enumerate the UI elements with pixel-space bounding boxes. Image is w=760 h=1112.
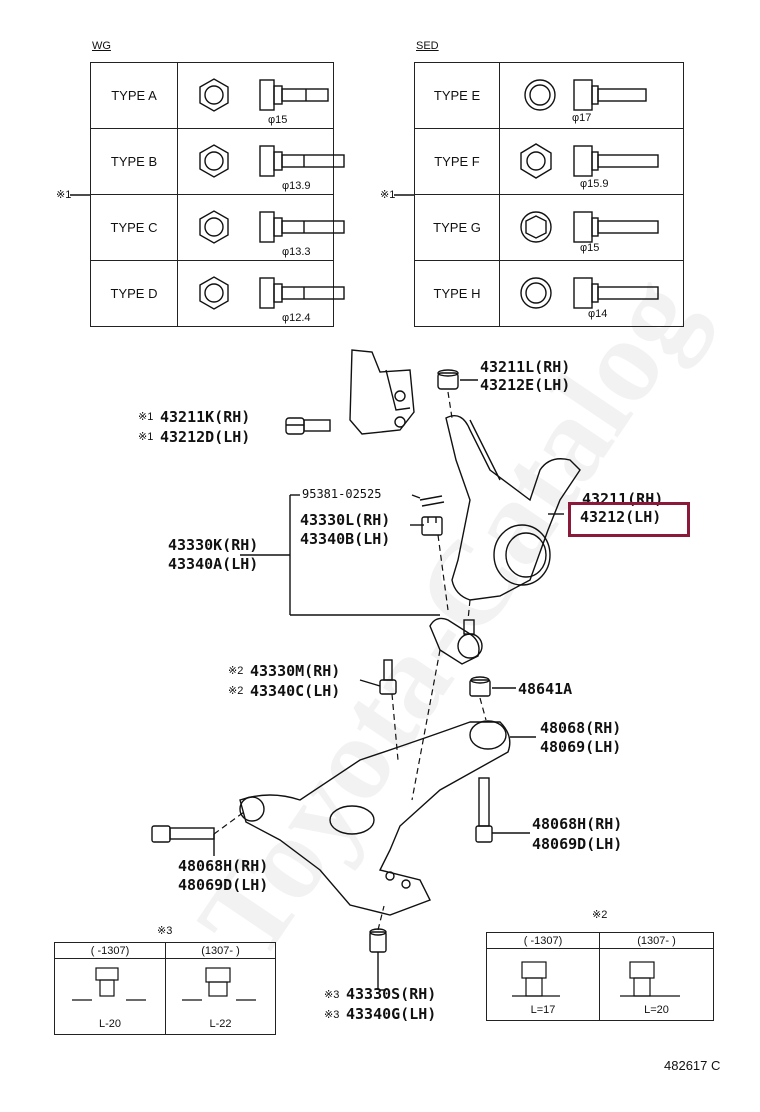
wg-type-table: TYPE A TYPE B TYPE C TYPE D xyxy=(90,62,334,327)
wg-dim-d: φ12.4 xyxy=(282,312,311,324)
bolt-table-left-h2: (1307- ) xyxy=(165,942,276,959)
part-43212D: 43212D(LH) xyxy=(160,428,251,446)
part-43340C: 43340C(LH) xyxy=(250,682,341,700)
wg-nut-bolt-drawings xyxy=(199,78,345,310)
sed-type-cell: TYPE F xyxy=(414,128,500,195)
part-43330L: 43330L(RH) xyxy=(300,511,391,529)
note-mark-right: ※1 xyxy=(380,189,396,201)
group-label-wg: WG xyxy=(92,40,111,52)
bolt-table-left-l1: L-20 xyxy=(54,958,166,1035)
ball-joint-bolt xyxy=(379,659,397,695)
bolt-table-right-l2: L=20 xyxy=(599,948,714,1021)
part-43212: 43212(LH) xyxy=(580,508,662,526)
part-48069D-left: 48069D(LH) xyxy=(178,876,269,894)
sed-dim-f: φ15.9 xyxy=(580,178,609,190)
part-43340A: 43340A(LH) xyxy=(168,555,259,573)
ball-joint xyxy=(429,617,483,665)
strut-bracket xyxy=(349,349,415,435)
part-48068H-left: 48068H(RH) xyxy=(178,857,269,875)
part-48069D-right: 48069D(LH) xyxy=(532,835,623,853)
part-43212E: 43212E(LH) xyxy=(480,376,571,394)
part-95381: 95381-02525 xyxy=(302,487,382,501)
wg-type-cell: TYPE D xyxy=(90,260,178,327)
sed-type-cell: TYPE H xyxy=(414,260,500,327)
part-48068: 48068(RH) xyxy=(540,719,622,737)
bushing xyxy=(369,928,387,953)
part-48641A: 48641A xyxy=(518,680,573,698)
mark-3: ※3 xyxy=(324,1009,340,1021)
part-48069: 48069(LH) xyxy=(540,738,622,756)
wg-type-cell: TYPE A xyxy=(90,62,178,129)
mark-2: ※2 xyxy=(228,665,244,677)
arm-bolt-left xyxy=(151,825,215,843)
cotter-pin xyxy=(419,495,445,507)
mark-1: ※1 xyxy=(138,411,154,423)
bolt-table-left-l2: L-22 xyxy=(165,958,276,1035)
sed-nut-bolt-drawings xyxy=(520,79,659,309)
bolt-table-right-h1: ( -1307) xyxy=(486,932,600,949)
wg-dim-a: φ15 xyxy=(268,114,288,126)
sed-dim-g: φ15 xyxy=(580,242,600,254)
mark-1: ※1 xyxy=(138,431,154,443)
wg-dim-c: φ13.3 xyxy=(282,246,311,258)
wg-type-cell: TYPE C xyxy=(90,194,178,261)
sed-dim-e: φ17 xyxy=(572,112,592,124)
bolt-table-right-mark: ※2 xyxy=(592,909,608,921)
bolt-table-left-h1: ( -1307) xyxy=(54,942,166,959)
part-48068H-right: 48068H(RH) xyxy=(532,815,623,833)
bolt-table-right-h2: (1307- ) xyxy=(599,932,714,949)
part-43330M: 43330M(RH) xyxy=(250,662,341,680)
bolt-table-right: ( -1307) (1307- ) L=17 L=20 xyxy=(486,932,714,1021)
lower-control-arm xyxy=(239,720,511,916)
wg-drawing-cell xyxy=(177,128,334,195)
knuckle-bolt xyxy=(285,417,331,435)
diagram-ref-code: 482617 C xyxy=(664,1058,721,1073)
wg-drawing-cell xyxy=(177,194,334,261)
wg-dim-b: φ13.9 xyxy=(282,180,311,192)
part-43330S: 43330S(RH) xyxy=(346,985,437,1003)
part-43340B: 43340B(LH) xyxy=(300,530,391,548)
sed-type-cell: TYPE G xyxy=(414,194,500,261)
part-43211K: 43211K(RH) xyxy=(160,408,251,426)
wg-drawing-cell xyxy=(177,260,334,327)
part-43211L: 43211L(RH) xyxy=(480,358,571,376)
arm-bolt-right xyxy=(475,777,493,843)
highlight-box xyxy=(568,502,690,537)
mark-3: ※3 xyxy=(324,989,340,1001)
bolt-table-left: ( -1307) (1307- ) L-20 L-22 xyxy=(54,942,276,1035)
sed-type-cell: TYPE E xyxy=(414,62,500,129)
castle-nut xyxy=(421,516,443,536)
note-mark-left: ※1 xyxy=(56,189,72,201)
sed-type-table: TYPE E TYPE F TYPE G TYPE H xyxy=(414,62,684,327)
mark-2: ※2 xyxy=(228,685,244,697)
part-43340G: 43340G(LH) xyxy=(346,1005,437,1023)
bolt-table-left-mark: ※3 xyxy=(157,925,173,937)
upper-nut xyxy=(437,369,459,390)
group-label-sed: SED xyxy=(416,40,439,52)
sed-dim-h: φ14 xyxy=(588,308,608,320)
bolt-table-right-l1: L=17 xyxy=(486,948,600,1021)
steering-knuckle xyxy=(445,415,581,601)
part-43330K: 43330K(RH) xyxy=(168,536,259,554)
lock-nut xyxy=(469,676,491,697)
